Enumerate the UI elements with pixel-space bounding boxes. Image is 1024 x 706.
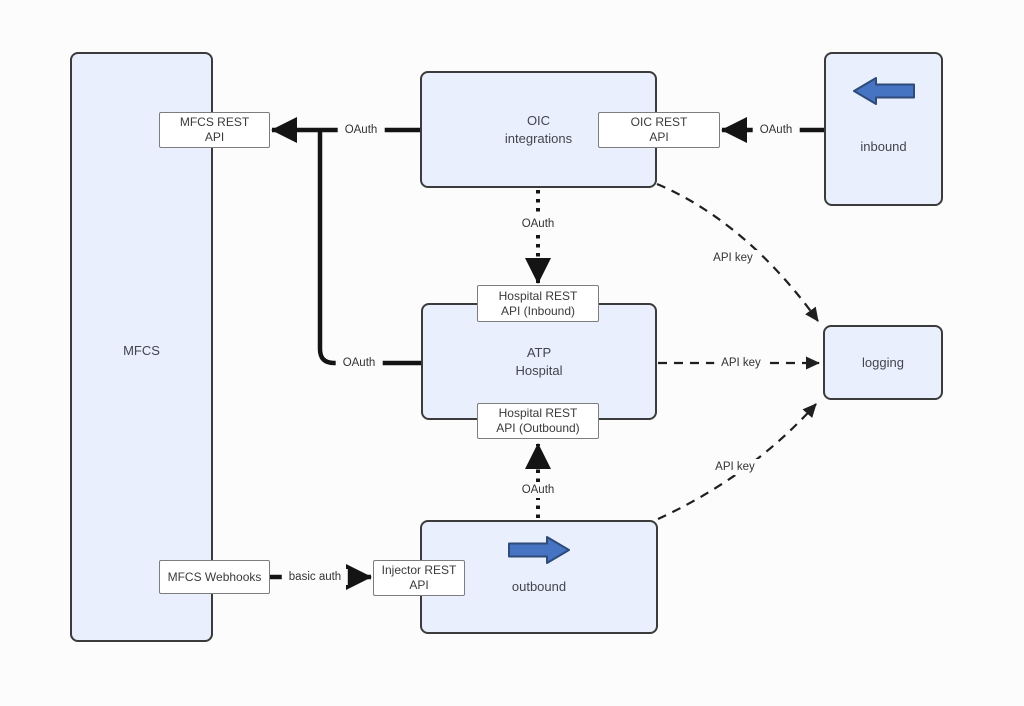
injector-rest-api-label-line1: Injector REST <box>381 563 457 577</box>
oic-integrations-label-line2: integrations <box>504 130 573 146</box>
edge-oic-to-logging <box>656 182 819 322</box>
injector-rest-api-label-line2: API <box>409 578 429 592</box>
edge-label-api-key-outbound-to-logging: API key <box>708 459 762 475</box>
hospital-rest-api-inbound-label-line2: API (Inbound) <box>500 303 576 318</box>
outbound-right-arrow-icon <box>508 536 570 564</box>
logging-label: logging <box>862 354 904 370</box>
mfcs-rest-api-label-line2: API <box>204 130 225 144</box>
subnode-mfcs-webhooks: MFCS Webhooks <box>159 560 270 594</box>
subnode-hospital-rest-api-inbound: Hospital REST API (Inbound) <box>477 285 599 322</box>
oic-rest-api-label-line1: OIC REST <box>630 115 688 129</box>
oic-rest-api-label-line2: API <box>649 130 669 144</box>
hospital-rest-api-inbound-label-line1: Hospital REST <box>498 288 578 303</box>
edge-outbound-to-logging <box>657 403 817 520</box>
mfcs-label: MFCS <box>123 343 160 358</box>
subnode-oic-rest-api: OIC REST API <box>598 112 720 148</box>
outbound-label: outbound <box>511 579 567 594</box>
atp-hospital-label-line2: Hospital <box>515 362 563 378</box>
inbound-label: inbound <box>860 139 907 154</box>
edge-label-oauth-oic-to-mfcs: OAuth <box>337 122 385 138</box>
subnode-injector-rest-api: Injector REST API <box>373 560 465 596</box>
mfcs-rest-api-label-line1: MFCS REST <box>179 115 250 129</box>
edge-label-oauth-atp-to-mfcs: OAuth <box>335 355 383 371</box>
edge-label-api-key-atp-to-logging: API key <box>714 355 768 371</box>
edge-label-api-key-oic-to-logging: API key <box>706 250 760 266</box>
atp-hospital-label-line1: ATP <box>526 344 552 360</box>
oic-integrations-label-line1: OIC <box>526 112 551 128</box>
hospital-rest-api-outbound-label-line2: API (Outbound) <box>496 421 580 435</box>
subnode-mfcs-rest-api: MFCS REST API <box>159 112 270 148</box>
inbound-left-arrow-icon <box>852 77 915 105</box>
edge-label-oauth-inbound-to-oic: OAuth <box>752 122 800 138</box>
edge-atp-to-mfcs-rest-api <box>317 132 421 366</box>
hospital-rest-api-outbound-label-line1: Hospital REST <box>498 406 578 420</box>
node-mfcs: MFCS <box>70 52 213 642</box>
edge-label-oauth-oic-to-hospital-inbound: OAuth <box>514 216 562 232</box>
edge-label-oauth-outbound-to-hospital-outbound: OAuth <box>514 482 562 498</box>
edge-label-basic-auth: basic auth <box>281 569 349 585</box>
subnode-hospital-rest-api-outbound: Hospital REST API (Outbound) <box>477 403 599 439</box>
node-logging: logging <box>823 325 943 400</box>
node-inbound: inbound <box>824 52 943 206</box>
mfcs-webhooks-label: MFCS Webhooks <box>167 569 262 584</box>
